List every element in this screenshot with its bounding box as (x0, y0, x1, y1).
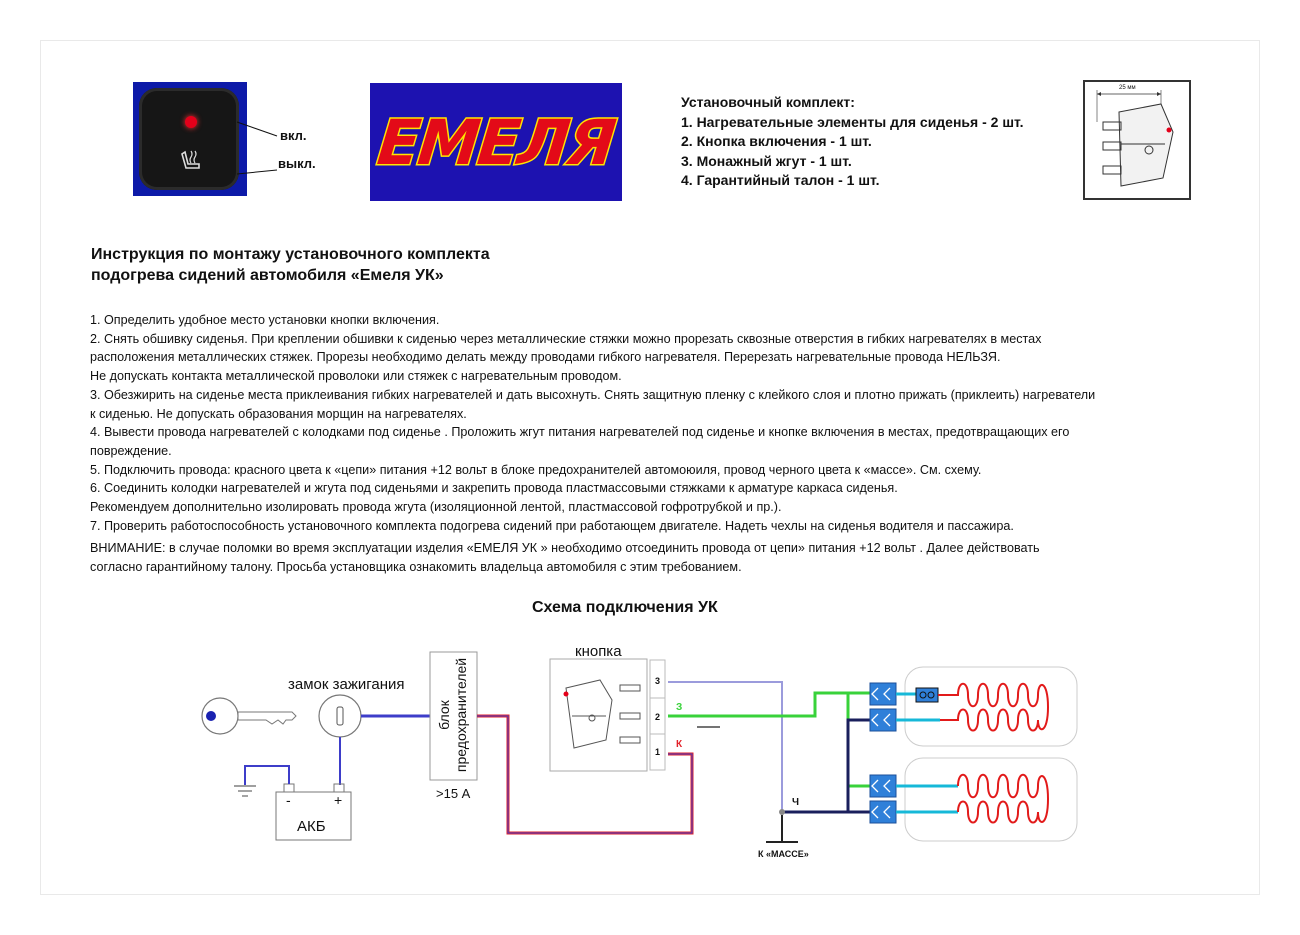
battery-label: АКБ (297, 818, 326, 835)
scheme-title: Схема подключения УК (532, 599, 718, 616)
title-line: Инструкция по монтажу установочного комп… (91, 246, 490, 263)
fuse-block (429, 651, 478, 781)
pin2-label: 2 (655, 712, 661, 722)
step-line: 4. Вывести провода нагревателей с колодк… (90, 425, 1070, 440)
fuse-block-line: предохранителей (453, 657, 469, 773)
kit-item: 1. Нагревательные элементы для сиденья -… (681, 113, 1024, 130)
step-line: Не допускать контакта металлической пров… (90, 369, 622, 384)
wire-green (668, 691, 870, 718)
warning-text: ВНИМАНИЕ: в случае поломки во время эксп… (90, 539, 1040, 576)
ignition-lock-icon (318, 694, 362, 738)
ground-junction (779, 809, 785, 815)
switch-dimension-drawing: 25 мм (1083, 80, 1191, 200)
ground-symbol-icon (234, 785, 256, 797)
pin1-label: 1 (655, 747, 661, 757)
step-line: Рекомендуем дополнительно изолировать пр… (90, 500, 782, 515)
black-wire-label: Ч (792, 797, 800, 808)
button-label: кнопка (575, 643, 622, 660)
ignition-key-icon (201, 697, 297, 735)
ignition-label: замок зажигания (288, 676, 405, 693)
fuse-block-line: блок (436, 700, 452, 730)
wiring-diagram (201, 651, 1078, 843)
red-wire-label: К (676, 739, 683, 750)
indicator-led-icon (185, 116, 197, 128)
battery-minus: - (286, 792, 291, 808)
instruction-steps: 1. Определить удобное место установки кн… (90, 311, 1095, 535)
logo-text: ЕМЕЛЯ (373, 104, 619, 180)
heated-seat-icon (181, 150, 200, 169)
kit-item: 3. Монажный жгут - 1 шт. (681, 152, 852, 169)
rocker-switch-icon (563, 679, 641, 749)
wire-battery-ground (244, 765, 290, 785)
step-line: расположения металлических стяжек. Проре… (90, 350, 1001, 365)
connector-seat2-icon (869, 774, 897, 824)
wire-pin3 (668, 681, 783, 812)
button-panel (549, 658, 648, 772)
kit-item: 2. Кнопка включения - 1 шт. (681, 133, 872, 149)
switch-pointer-lines (236, 121, 278, 175)
step-line: повреждение. (90, 443, 172, 458)
title-line: подогрева сидений автомобиля «Емеля УК» (91, 267, 444, 284)
wire-green-branch (846, 691, 870, 788)
step-line: 7. Проверить работоспособность установоч… (90, 518, 1014, 533)
switch-photo (133, 82, 247, 196)
ground-label: К «МАССЕ» (758, 849, 809, 859)
battery-plus: + (334, 792, 343, 808)
connector-seat1-icon (869, 682, 897, 732)
switch-off-label: выкл. (278, 156, 316, 171)
warning-line: согласно гарантийному талону. Просьба ус… (90, 559, 742, 574)
step-line: 2. Снять обшивку сиденья. При креплении … (90, 331, 1042, 346)
battery-icon (275, 783, 352, 841)
page-frame (40, 40, 1260, 895)
fuse-rating: >15 А (436, 786, 471, 801)
pin3-label: 3 (655, 676, 661, 686)
chassis-ground-icon (766, 815, 798, 843)
kit-heading: Установочный комплект: (681, 94, 855, 110)
kit-item: 4. Гарантийный талон - 1 шт. (681, 172, 880, 188)
heater-seat1 (896, 666, 1078, 747)
switch-body (139, 88, 239, 190)
wire-black-branch (846, 718, 870, 812)
fuse-block-label: блок предохранителей (436, 655, 476, 775)
brand-logo: ЕМЕЛЯ (370, 83, 622, 201)
step-line: 1. Определить удобное место установки кн… (90, 313, 440, 327)
switch-on-label: вкл. (280, 128, 307, 143)
dimension-label: 25 мм (1119, 85, 1136, 91)
pin-strip (649, 659, 666, 771)
step-line: 3. Обезжирить на сиденье места приклеива… (90, 387, 1096, 402)
thermostat-icon (915, 687, 939, 703)
kit-list: Установочный комплект: 1. Нагревательные… (681, 93, 1024, 191)
step-line: 6. Соединить колодки нагревателей и жгут… (90, 481, 898, 496)
wire-red-core (477, 715, 693, 834)
step-line: к сиденью. Не допускать образования морщ… (90, 406, 467, 421)
switch-side-view-icon (1096, 90, 1174, 187)
instructions-title: Инструкция по монтажу установочного комп… (91, 244, 490, 286)
step-line: 5. Подключить провода: красного цвета к … (90, 462, 982, 477)
warning-line: ВНИМАНИЕ: в случае поломки во время эксп… (90, 541, 1040, 555)
heater-seat2 (896, 757, 1078, 842)
green-wire-label: З (676, 702, 683, 713)
